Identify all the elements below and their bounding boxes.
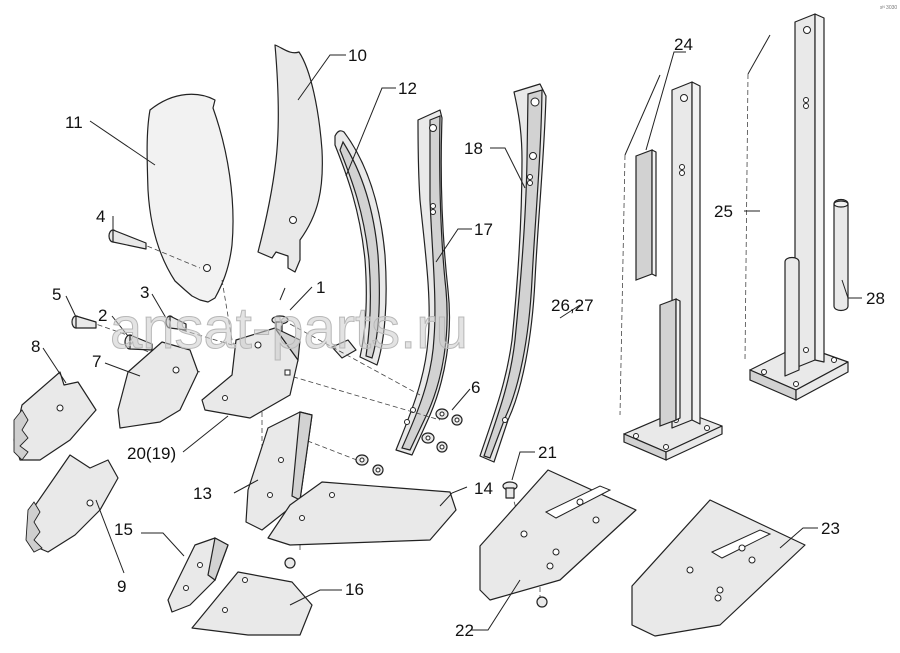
part-22-slotted-share [479, 469, 637, 608]
part-4-bolt [108, 229, 147, 250]
callout-7: 7 [92, 352, 101, 371]
callout-22: 22 [455, 621, 474, 640]
callout-21: 21 [538, 443, 557, 462]
part-7-share [117, 341, 199, 429]
part-16-share [191, 557, 313, 636]
callout-6: 6 [471, 378, 480, 397]
callout-8: 8 [31, 337, 40, 356]
callout-3: 3 [140, 283, 149, 302]
callout-labels: 11 10 12 1 4 5 2 3 8 7 17 18 6 20(19) 13… [31, 35, 885, 640]
part-21-bolt [502, 481, 518, 499]
corner-mark: sᴺ 3030 [880, 5, 897, 11]
callout-24: 24 [674, 35, 693, 54]
part-15-small-point [167, 537, 229, 613]
callout-4: 4 [96, 207, 105, 226]
part-8-carbide-point [13, 371, 97, 461]
callout-16: 16 [345, 580, 364, 599]
callout-10: 10 [348, 46, 367, 65]
callout-15: 15 [114, 520, 133, 539]
callout-26-27: 26,27 [551, 296, 594, 315]
part-17-tine-shank [395, 109, 451, 456]
part-14-wide-share [267, 481, 457, 546]
callout-17: 17 [474, 220, 493, 239]
part-23-slotted-share [631, 499, 806, 637]
watermark-text: ansat-parts.ru [110, 296, 468, 361]
part-18-tine-shank [479, 83, 547, 463]
callout-13: 13 [193, 484, 212, 503]
part-24-serrated-strip [635, 149, 681, 427]
part-3-bolt [165, 315, 187, 331]
callout-5: 5 [52, 285, 61, 304]
part-9-carbide-point [25, 454, 119, 553]
part-11-moldboard-shield [146, 93, 234, 303]
part-25-post-with-base [749, 13, 849, 401]
part-28-pin [833, 198, 849, 312]
part-20-19-share-holder [201, 327, 301, 419]
part-5-bolt [71, 315, 97, 329]
callout-23: 23 [821, 519, 840, 538]
callout-25: 25 [714, 202, 733, 221]
part-12-curved-strip [331, 130, 387, 366]
callout-28: 28 [866, 289, 885, 308]
part-10-shin-plate [257, 44, 323, 273]
callout-14: 14 [474, 479, 493, 498]
callout-1: 1 [316, 278, 325, 297]
callout-11: 11 [65, 113, 83, 132]
leader-lines [42, 34, 862, 631]
callout-20-19: 20(19) [127, 444, 176, 463]
callout-12: 12 [398, 79, 417, 98]
part-6-nuts-washers [355, 408, 463, 476]
callout-18: 18 [464, 139, 483, 158]
callout-2: 2 [98, 306, 107, 325]
part-2-bolt [124, 334, 153, 351]
callout-9: 9 [117, 577, 126, 596]
